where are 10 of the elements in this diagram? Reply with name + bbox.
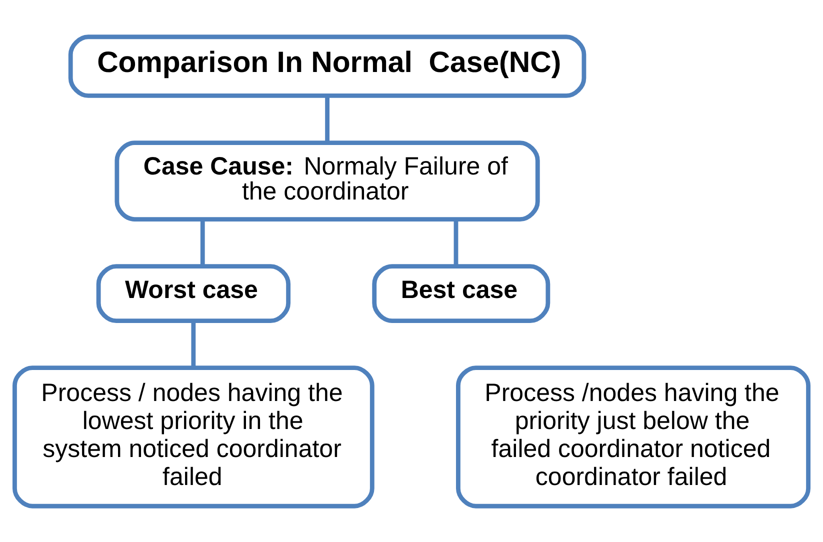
node-box: Case Cause: Normaly Failure of the coordinator <box>114 140 540 221</box>
node-box: Worst case <box>96 264 291 322</box>
node-box: Process /nodes having the priority just below the failed coordinator noticed coordinator failed <box>456 365 810 508</box>
node-box: Best case <box>372 264 550 322</box>
node-box: Comparison In Normal Case(NC) <box>68 34 586 98</box>
node-box: Process / nodes having the lowest priority in the system noticed coordinator failed <box>12 365 374 508</box>
connector <box>454 219 458 266</box>
connector <box>325 95 330 142</box>
connector <box>191 320 196 368</box>
connector <box>200 219 205 266</box>
